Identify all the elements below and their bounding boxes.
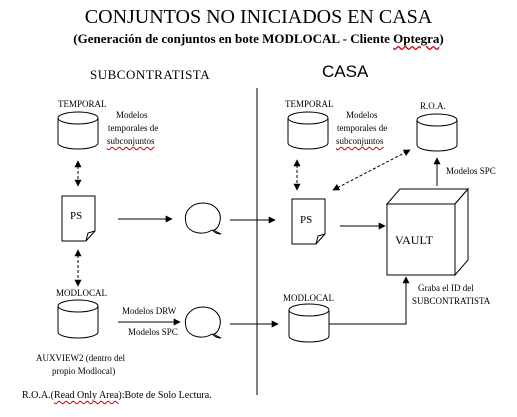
temporal-label-right: TEMPORAL <box>285 99 334 109</box>
footnote: R.O.A.(Read Only Area):Bote de Solo Lect… <box>22 390 212 401</box>
grab-note-line2: SUBCONTRATISTA <box>412 296 491 306</box>
auxview-note-line2-text: propio Modlocal) <box>52 366 116 376</box>
vault-label: VAULT <box>395 233 434 247</box>
ps-label-left: PS <box>70 210 83 222</box>
temporal-note-left-line3: subconjuntos <box>107 136 155 146</box>
temporal-note-left-line2: temporales de <box>108 123 159 133</box>
auxview-note-line2: propio Modlocal) <box>52 366 115 376</box>
modlocal-label-left: MODLOCAL <box>56 288 107 298</box>
temporal-note-right-line2: temporales de <box>337 123 388 133</box>
modlocal-label-right: MODLOCAL <box>283 293 334 303</box>
ps-document-left <box>61 195 96 242</box>
subtitle-prefix: (Generación de conjuntos en bote MODLOCA… <box>73 31 394 46</box>
temporal-note-right-line1: Modelos <box>346 110 378 120</box>
grab-note-line1: Graba el ID del <box>418 283 474 293</box>
arrow-modlocal-to-vault <box>329 276 410 325</box>
section-casa: CASA <box>322 62 369 81</box>
subtitle-brand: Optegra <box>393 31 440 46</box>
modlocal-cylinder-left <box>57 299 99 339</box>
temporal-cylinder-right <box>287 111 329 150</box>
models-drw-label: Modelos DRW <box>122 306 177 316</box>
ps-document-right <box>291 198 326 245</box>
roa-cylinder <box>416 113 458 152</box>
auxview-note-line1: AUXVIEW2 (dentro del <box>36 353 125 363</box>
footnote-suffix: ):Bote de Solo Lectura. <box>118 390 212 401</box>
roa-label: R.O.A. <box>420 101 446 111</box>
transfer-bubble-lower <box>184 306 222 339</box>
section-subcontratista: SUBCONTRATISTA <box>90 67 211 82</box>
subtitle-suffix: ) <box>439 31 444 46</box>
models-spc-label-right: Modelos SPC <box>446 166 496 176</box>
ps-label-right: PS <box>300 214 313 226</box>
vault-box <box>385 187 470 277</box>
diagram-title: CONJUNTOS NO INICIADOS EN CASA <box>84 6 433 28</box>
temporal-note-left-line1: Modelos <box>116 110 148 120</box>
temporal-note-right-line3: subconjuntos <box>336 136 384 146</box>
models-spc-label-left: Modelos SPC <box>128 327 178 337</box>
arrow-temporal-roa-dashed <box>332 149 411 191</box>
modlocal-cylinder-right <box>288 303 330 343</box>
footnote-underlined: Read Only Area <box>53 390 119 401</box>
footnote-prefix: R.O.A.( <box>22 390 54 401</box>
transfer-bubble-upper <box>184 202 222 235</box>
temporal-cylinder-left <box>57 111 99 150</box>
temporal-label-left: TEMPORAL <box>58 99 107 109</box>
diagram-subtitle: (Generación de conjuntos en bote MODLOCA… <box>0 31 517 47</box>
